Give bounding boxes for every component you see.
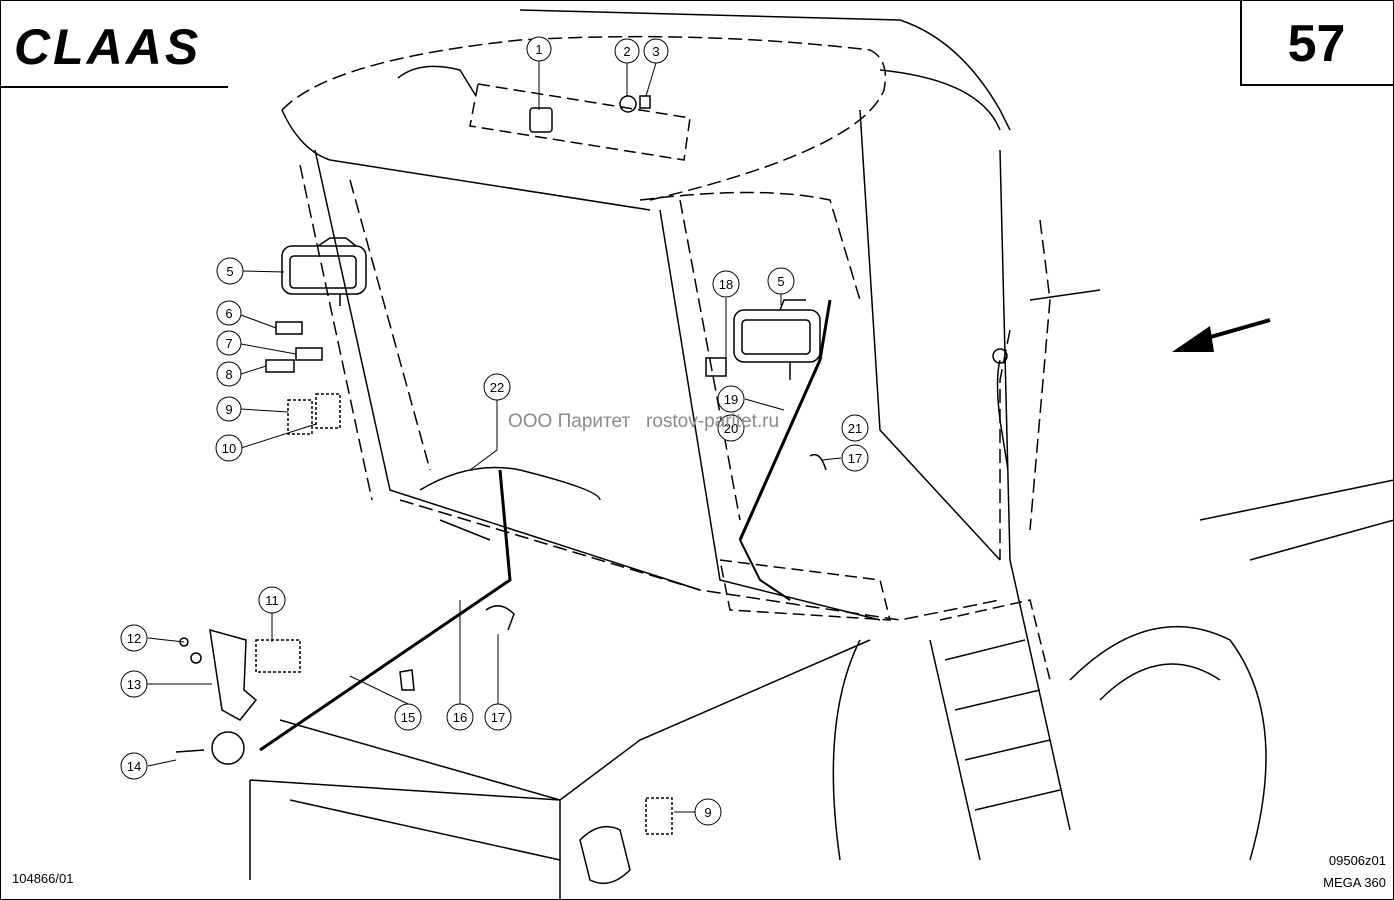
svg-text:22: 22 bbox=[490, 380, 504, 395]
callout-6: 6 bbox=[216, 300, 242, 326]
svg-text:7: 7 bbox=[225, 336, 232, 351]
svg-text:17: 17 bbox=[848, 451, 862, 466]
svg-text:10: 10 bbox=[222, 441, 236, 456]
callout-11: 11 bbox=[258, 586, 286, 614]
claas-logo: CLAAS bbox=[14, 19, 201, 72]
callout-1: 1 bbox=[526, 36, 552, 62]
svg-text:9: 9 bbox=[704, 805, 711, 820]
svg-text:6: 6 bbox=[225, 306, 232, 321]
callout-9-left: 9 bbox=[216, 396, 242, 422]
revision-code: 09506z01 bbox=[1328, 853, 1386, 868]
drawing-id: 104866/01 bbox=[12, 871, 74, 886]
svg-text:9: 9 bbox=[225, 402, 232, 417]
logo-rule bbox=[0, 86, 228, 88]
svg-text:13: 13 bbox=[127, 677, 141, 692]
svg-text:8: 8 bbox=[225, 367, 232, 382]
svg-text:15: 15 bbox=[401, 710, 415, 725]
callout-9-bottom: 9 bbox=[694, 798, 722, 826]
svg-text:5: 5 bbox=[226, 264, 233, 279]
callout-17-right: 17 bbox=[841, 444, 869, 472]
page-number-box bbox=[1240, 0, 1394, 86]
svg-text:2: 2 bbox=[623, 44, 630, 59]
callout-16: 16 bbox=[446, 703, 474, 731]
callout-18: 18 bbox=[712, 270, 740, 298]
svg-text:20: 20 bbox=[724, 421, 738, 436]
callout-14: 14 bbox=[120, 752, 148, 780]
callout-21: 21 bbox=[841, 414, 869, 442]
model-name: MEGA 360 bbox=[1323, 875, 1386, 890]
svg-text:5: 5 bbox=[777, 274, 784, 289]
svg-text:CLAAS: CLAAS bbox=[14, 19, 201, 72]
callout-5-right: 5 bbox=[767, 267, 795, 295]
callout-10: 10 bbox=[215, 434, 243, 462]
callout-2: 2 bbox=[614, 38, 640, 64]
svg-text:3: 3 bbox=[652, 44, 659, 59]
callout-19: 19 bbox=[717, 385, 745, 413]
svg-text:18: 18 bbox=[719, 277, 733, 292]
svg-text:19: 19 bbox=[724, 392, 738, 407]
svg-text:11: 11 bbox=[265, 593, 279, 608]
callout-22: 22 bbox=[483, 373, 511, 401]
svg-text:12: 12 bbox=[127, 631, 141, 646]
callout-13: 13 bbox=[120, 670, 148, 698]
page-number: 57 bbox=[1287, 15, 1346, 73]
svg-text:16: 16 bbox=[453, 710, 467, 725]
callout-20: 20 bbox=[717, 414, 745, 442]
svg-text:17: 17 bbox=[491, 710, 505, 725]
callout-5-left: 5 bbox=[216, 257, 244, 285]
callout-3: 3 bbox=[643, 38, 669, 64]
svg-text:1: 1 bbox=[535, 42, 542, 57]
watermark-company: ООО Паритет bbox=[508, 411, 631, 432]
callout-8: 8 bbox=[216, 361, 242, 387]
callout-15: 15 bbox=[394, 703, 422, 731]
watermark-site: rostov-paritet.ru bbox=[646, 411, 780, 432]
callout-17-bottom: 17 bbox=[484, 703, 512, 731]
svg-text:21: 21 bbox=[848, 421, 862, 436]
callout-7: 7 bbox=[216, 330, 242, 356]
arrow-down-left-icon bbox=[1172, 326, 1214, 352]
svg-text:14: 14 bbox=[127, 759, 141, 774]
callout-12: 12 bbox=[120, 624, 148, 652]
watermark: ООО Паритет rostov-paritet.ru bbox=[508, 411, 779, 433]
